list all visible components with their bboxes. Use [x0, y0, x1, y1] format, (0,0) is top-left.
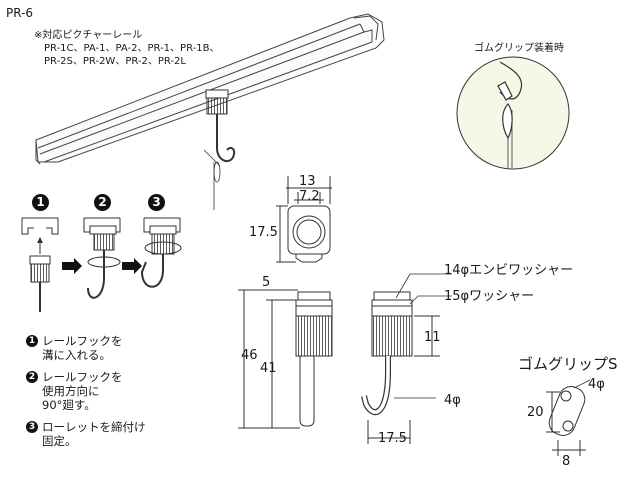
washer-label-pvc: 14φエンビワッシャー [444, 263, 574, 278]
model-code: PR-6 [6, 6, 34, 20]
dim-hook-width: 17.5 [378, 431, 407, 446]
top-view-section [276, 176, 332, 263]
front-view [238, 289, 333, 429]
dim-top-width-inner: 7.2 [299, 189, 320, 204]
compatible-models-line-2: PR-2S、PR-2W、PR-2、PR-2L [44, 56, 186, 67]
dim-body-height: 41 [260, 361, 277, 376]
instruction-2-line-1: レールフックを [42, 370, 123, 384]
grip-title: ゴムグリップS [518, 355, 618, 373]
step-1-figure [21, 217, 59, 312]
washer-label-metal: 15φワッシャー [444, 289, 535, 304]
step-2-figure [83, 217, 121, 299]
instruction-3-line-2: 固定。 [42, 434, 77, 448]
step-number-2: 2 [94, 194, 111, 211]
instruction-2-line-2: 使用方向に [42, 384, 100, 398]
grip-width: 8 [562, 454, 571, 469]
dim-wire-diameter: 4φ [444, 393, 461, 408]
compatible-models-line-1: PR-1C、PA-1、PA-2、PR-1、PR-1B、 [44, 43, 220, 54]
dim-knurl-height: 11 [424, 330, 441, 345]
arrow-to-step-3 [122, 258, 142, 274]
arrow-to-step-2 [62, 258, 82, 274]
dim-total-height: 46 [241, 348, 258, 363]
instruction-2-number: 2 [26, 371, 38, 383]
rubber-grip-drawing [546, 379, 591, 456]
grip-inset [456, 56, 570, 170]
grip-hole-dia: 4φ [588, 377, 605, 392]
side-view [361, 273, 452, 444]
step-number-3: 3 [148, 194, 165, 211]
dim-top-width-outer: 13 [299, 174, 316, 189]
grip-height: 20 [527, 405, 544, 420]
step-number-1: 1 [32, 194, 49, 211]
dim-side-top: 5 [262, 275, 271, 290]
inset-label: ゴムグリップ装着時 [474, 43, 564, 54]
instruction-1-line-2: 溝に入れる。 [42, 348, 111, 362]
instruction-2-line-3: 90°廻す。 [42, 398, 96, 412]
instruction-1-line-1: レールフックを [42, 334, 123, 348]
instruction-3-line-1: ローレットを締付け [42, 420, 146, 434]
rail-hook-on-rail [203, 89, 236, 210]
instruction-1-number: 1 [26, 335, 38, 347]
dim-top-height: 17.5 [249, 225, 278, 240]
instruction-3-number: 3 [26, 421, 38, 433]
step-3-figure [140, 217, 182, 288]
compatible-heading: ※対応ピクチャーレール [34, 30, 143, 41]
